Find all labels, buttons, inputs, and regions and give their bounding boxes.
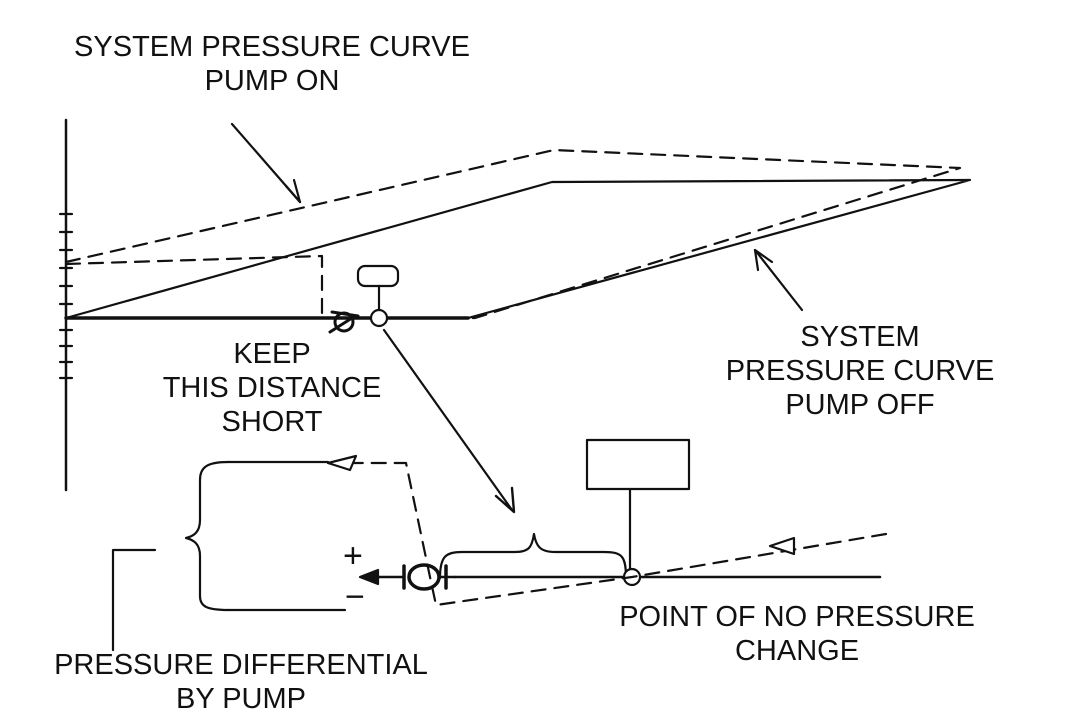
pump-on-pressure-curve (64, 148, 962, 320)
pump-off-leader (753, 248, 804, 312)
pump-off-pressure-curve (64, 178, 972, 320)
label-pressure-differential: PRESSURE DIFFERENTIAL BY PUMP (54, 649, 428, 715)
plus-sign: + (343, 537, 363, 575)
lower-pump-symbol (358, 563, 457, 591)
connection-arrow (382, 328, 516, 514)
label-pump-on: SYSTEM PRESSURE CURVE PUMP ON (74, 31, 470, 97)
short-distance-brace (438, 532, 628, 580)
label-keep-distance: KEEP THIS DISTANCE SHORT (162, 338, 382, 438)
minus-sign: − (345, 578, 365, 616)
pressure-differential-bracket (111, 460, 347, 652)
lower-pressure-curve (326, 461, 888, 607)
lower-expansion-tank (585, 438, 691, 587)
flow-arrow-right (768, 536, 796, 556)
upper-expansion-tank (356, 264, 400, 328)
label-pump-off: SYSTEM PRESSURE CURVE PUMP OFF (725, 321, 995, 421)
pump-on-leader (230, 122, 302, 204)
label-no-pressure-change: POINT OF NO PRESSURE CHANGE (619, 601, 975, 667)
upper-pump-symbol (328, 310, 360, 334)
pressure-axis (58, 118, 74, 492)
flow-arrow-left (326, 454, 358, 472)
